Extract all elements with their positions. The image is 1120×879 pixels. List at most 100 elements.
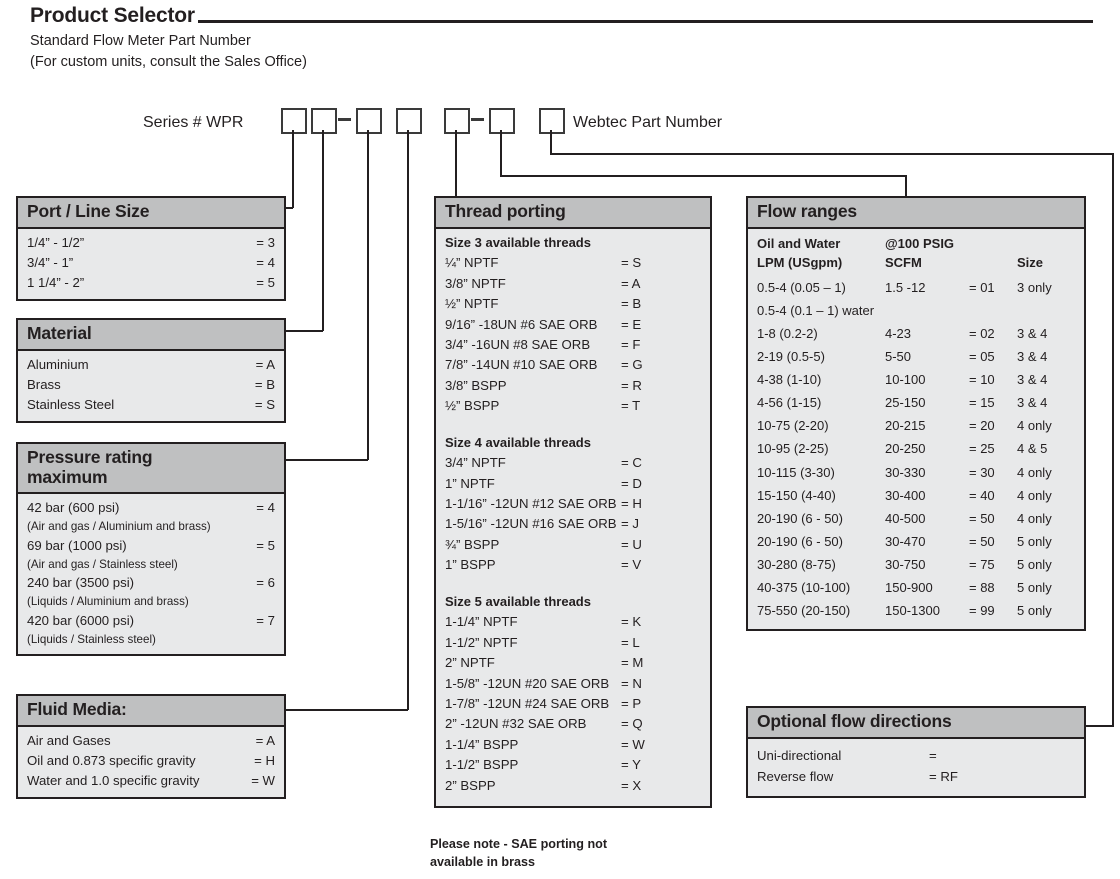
cell-size: 3 & 4 (1017, 325, 1048, 341)
row-code: = S (621, 255, 642, 271)
row-code: = S (254, 396, 275, 412)
row-code: = B (621, 296, 642, 312)
col-header-code (969, 253, 1017, 273)
cell-size: 4 only (1017, 418, 1052, 434)
list-item: 3/8” BSPP= R (445, 376, 701, 396)
row-label: 3/8” BSPP (445, 377, 507, 393)
list-item: 2” NPTF= M (445, 653, 701, 673)
group-spacer (445, 576, 701, 592)
row-label: 3/4” NPTF (445, 455, 506, 471)
leader-optional-flow-v2 (1112, 153, 1114, 726)
row-code: = 6 (256, 575, 275, 591)
cell-size: 3 only (1017, 279, 1052, 295)
cell-scfm: 10-100 (885, 372, 926, 388)
cell-flow: 0.5-4 (0.1 – 1) water (757, 302, 875, 318)
row-code: = B (254, 376, 275, 392)
list-item: 1 1/4” - 2”= 5 (27, 273, 275, 293)
pn-slot-4[interactable] (396, 108, 422, 134)
cell-flow: 2-19 (0.5-5) (757, 348, 825, 364)
cell-scfm (885, 299, 969, 322)
row-label: 2” -12UN #32 SAE ORB (445, 716, 587, 732)
panel-title-line-2: maximum (27, 466, 108, 487)
col-header-scfm: SCFM (885, 255, 922, 271)
pn-slot-3[interactable] (356, 108, 382, 134)
pn-slot-6[interactable] (489, 108, 515, 134)
row-code: = A (255, 356, 275, 372)
panel-fluid-media: Fluid Media: Air and Gases= A Oil and 0.… (16, 694, 286, 799)
cell-code: = 10 (969, 372, 995, 388)
leader-fluid-media-h (281, 709, 408, 711)
pn-slot-2[interactable] (311, 108, 337, 134)
row-label: Water and 1.0 specific gravity (27, 772, 200, 788)
leader-optional-flow-h2 (1086, 725, 1114, 727)
list-item: 3/4” NPTF= C (445, 453, 701, 473)
cell-scfm: 40-500 (885, 510, 926, 526)
cell-scfm: 30-400 (885, 487, 926, 503)
cell-code: = 15 (969, 395, 995, 411)
row-label: Uni-directional (757, 747, 842, 763)
row-code: = 5 (256, 274, 275, 290)
cell-size: 3 & 4 (1017, 348, 1048, 364)
list-item: 2” BSPP= X (445, 776, 701, 796)
cell-flow: 20-190 (6 - 50) (757, 510, 843, 526)
list-item: 420 bar (6000 psi)= 7 (27, 611, 275, 631)
list-item: Stainless Steel = S (27, 395, 275, 415)
row-code: = G (621, 357, 643, 373)
row-code: = Y (621, 757, 641, 773)
row-code: = X (621, 777, 642, 793)
cell-size: 3 & 4 (1017, 395, 1048, 411)
row-label: 1-1/4” BSPP (445, 736, 519, 752)
cell-size: 4 only (1017, 510, 1052, 526)
row-label: 3/8” NPTF (445, 275, 506, 291)
cell-flow: 15-150 (4-40) (757, 487, 836, 503)
cell-scfm: 1.5 -12 (885, 279, 926, 295)
list-item: 1-1/16” -12UN #12 SAE ORB= H (445, 494, 701, 514)
cell-flow: 10-95 (2-25) (757, 441, 829, 457)
pn-slot-5[interactable] (444, 108, 470, 134)
row-label: Stainless Steel (27, 396, 115, 412)
pn-slot-1[interactable] (281, 108, 307, 134)
list-item: 2” -12UN #32 SAE ORB= Q (445, 714, 701, 734)
panel-title: Fluid Media: (18, 696, 284, 727)
pn-dash-1 (338, 118, 351, 121)
row-code: = P (621, 696, 642, 712)
subtitle-line-1: Standard Flow Meter Part Number (30, 33, 251, 49)
list-item: 1-1/4” BSPP= W (445, 735, 701, 755)
list-item: 1” NPTF= D (445, 474, 701, 494)
cell-scfm: 150-900 (885, 580, 933, 596)
row-label: ¼” NPTF (445, 255, 499, 271)
row-label: 3/4” -16UN #8 SAE ORB (445, 336, 591, 352)
row-label: 9/16” -18UN #6 SAE ORB (445, 316, 598, 332)
cell-code: = 20 (969, 418, 995, 434)
row-code: = K (621, 614, 642, 630)
row-code: = W (251, 772, 275, 788)
cell-size (1017, 299, 1075, 322)
panel-title: Pressure rating maximum (18, 444, 284, 495)
row-label: 1-5/16” -12UN #16 SAE ORB (445, 516, 617, 532)
cell-flow: 75-550 (20-150) (757, 603, 851, 619)
row-code: = H (621, 496, 642, 512)
cell-scfm: 30-750 (885, 557, 926, 573)
row-code: = N (621, 675, 642, 691)
row-code: = H (254, 752, 275, 768)
row-label: 42 bar (600 psi) (27, 500, 120, 516)
row-label: 1-1/2” BSPP (445, 757, 519, 773)
panel-flow-ranges: Flow ranges Oil and Water @100 PSIG LPM … (746, 196, 1086, 632)
cell-code (969, 299, 1017, 322)
part-number-row: Series # WPR Webtec Part Number (0, 108, 1120, 142)
row-code: = L (621, 634, 640, 650)
table-row: 0.5-4 (0.1 – 1) water (757, 299, 1075, 322)
row-label: 69 bar (1000 psi) (27, 537, 127, 553)
list-item: ¾” BSPP= U (445, 535, 701, 555)
list-item: 1-1/2” NPTF= L (445, 633, 701, 653)
row-code: = U (621, 536, 642, 552)
leader-pressure-v (367, 130, 369, 460)
pn-slot-7[interactable] (539, 108, 565, 134)
row-code: = E (621, 316, 642, 332)
